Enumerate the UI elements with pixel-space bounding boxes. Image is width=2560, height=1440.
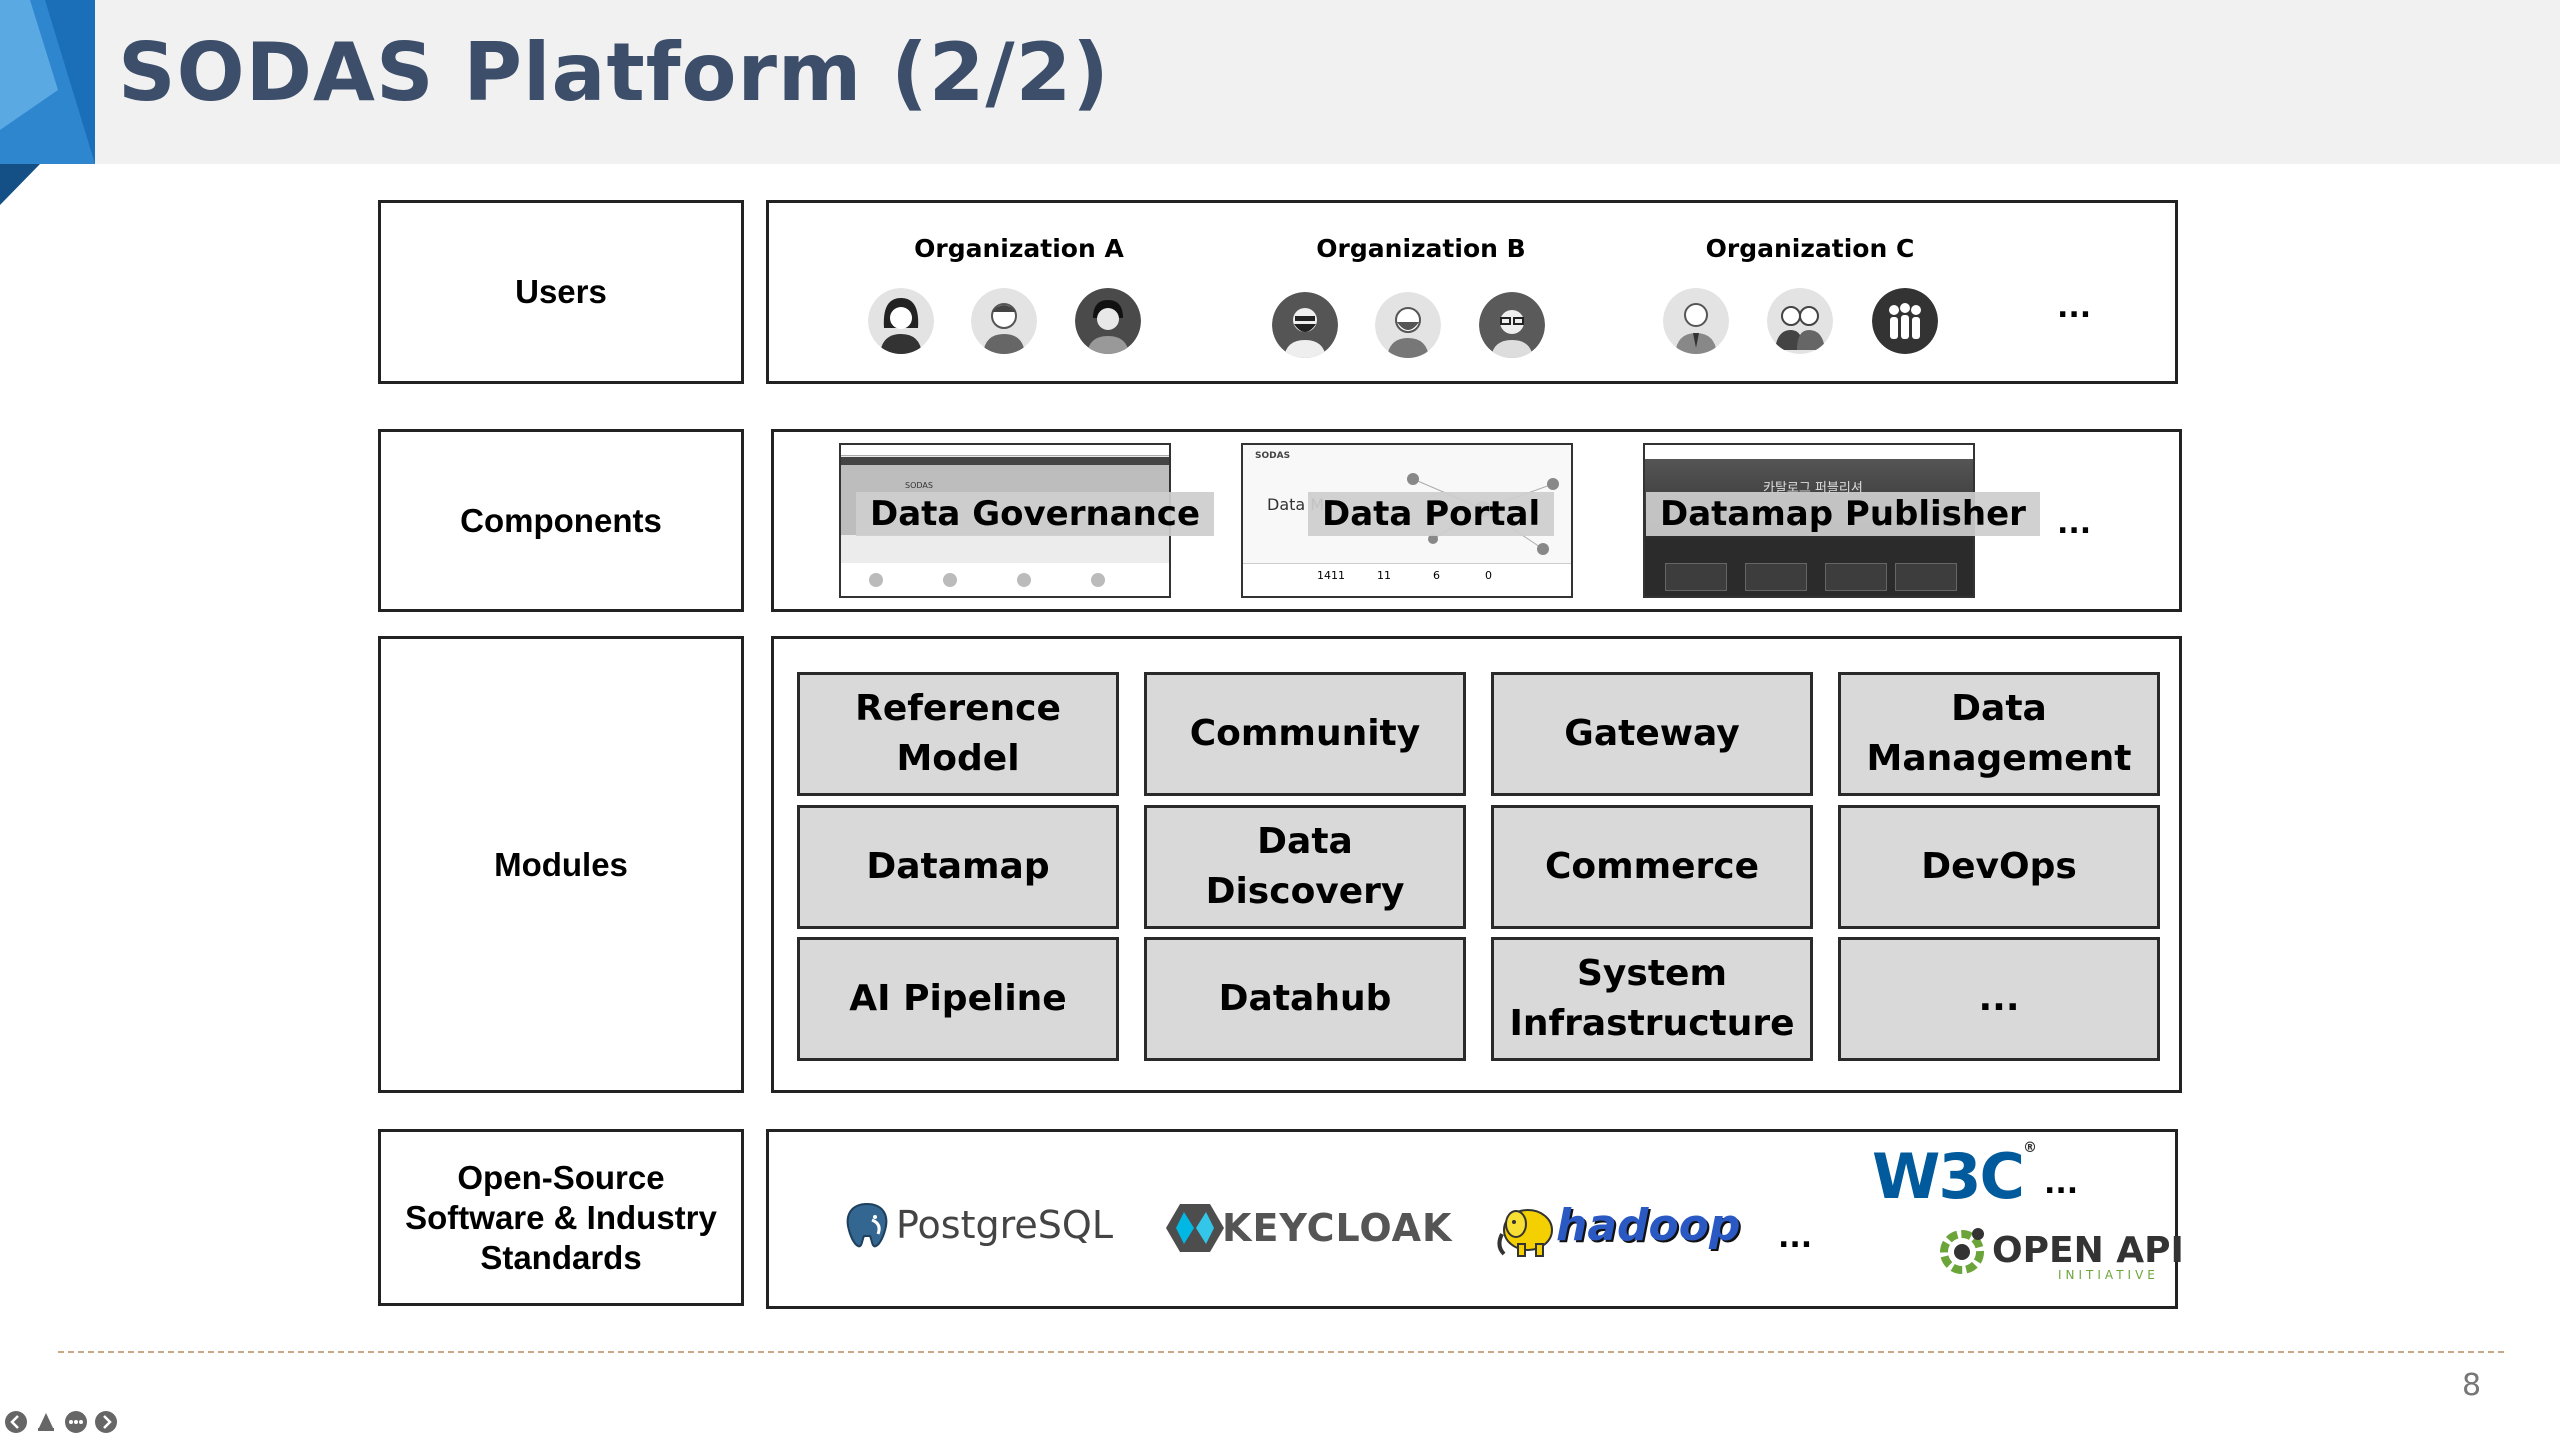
group-avatar-icon [1872, 288, 1938, 354]
module-ai-pipeline: AI Pipeline [797, 937, 1119, 1061]
row-label-components: Components [378, 429, 744, 612]
more-options-icon[interactable] [64, 1410, 88, 1434]
module-system-infrastructure: System Infrastructure [1491, 937, 1813, 1061]
next-slide-icon[interactable] [94, 1410, 118, 1434]
row-label-users: Users [378, 200, 744, 384]
user-avatar-icon [1075, 288, 1141, 354]
keycloak-text: KEYCLOAK [1222, 1206, 1453, 1250]
row-label-standards: Open-Source Software & Industry Standard… [378, 1129, 744, 1306]
standards-ellipsis: ... [2044, 1166, 2079, 1201]
corner-logo-icon [0, 0, 95, 205]
module-commerce: Commerce [1491, 805, 1813, 929]
header-band [0, 0, 2560, 164]
user-avatar-icon [1479, 292, 1545, 358]
user-avatar-icon [868, 288, 934, 354]
standards-panel [766, 1129, 2178, 1309]
component-datamap-publisher: Datamap Publisher [1646, 492, 2040, 536]
org-b-label: Organization B [1316, 234, 1526, 263]
component-data-governance: Data Governance [856, 492, 1215, 536]
row-label-modules: Modules [378, 636, 744, 1093]
w3c-logo: W3C® [1872, 1140, 2037, 1213]
previous-slide-icon[interactable] [4, 1410, 28, 1434]
user-avatar-icon [971, 288, 1037, 354]
module-data-discovery: Data Discovery [1144, 805, 1466, 929]
hadoop-text: hadoop [1556, 1200, 1741, 1251]
w3c-registered-mark: ® [2023, 1140, 2037, 1156]
user-avatar-icon [1272, 292, 1338, 358]
slide-nav-controls [4, 1410, 118, 1434]
portal-stat: 0 [1485, 569, 1492, 582]
module-datahub: Datahub [1144, 937, 1466, 1061]
org-c-label: Organization C [1705, 234, 1915, 263]
openapi-gear-icon [1940, 1228, 1984, 1274]
module-reference-model: Reference Model [797, 672, 1119, 796]
org-a-label: Organization A [914, 234, 1124, 263]
portal-stat: 6 [1433, 569, 1440, 582]
portal-stat: 1411 [1317, 569, 1345, 582]
standards-ellipsis: ... [1778, 1220, 1813, 1255]
components-ellipsis: ... [2057, 506, 2092, 541]
openapi-text: OPEN API [1992, 1230, 2184, 1271]
module-datamap: Datamap [797, 805, 1119, 929]
footer-divider [58, 1351, 2504, 1353]
module-more: ... [1838, 937, 2160, 1061]
hadoop-elephant-icon [1497, 1209, 1553, 1257]
portal-stat: 11 [1377, 569, 1391, 582]
module-community: Community [1144, 672, 1466, 796]
users-panel [766, 200, 2178, 384]
portal-brand: SODAS [1255, 451, 1291, 461]
module-gateway: Gateway [1491, 672, 1813, 796]
w3c-text: W3C [1872, 1140, 2025, 1213]
postgresql-elephant-icon [846, 1202, 888, 1248]
keycloak-icon [1166, 1204, 1224, 1252]
postgresql-logo: PostgreSQL [896, 1203, 1113, 1247]
postgresql-text: PostgreSQL [896, 1203, 1113, 1247]
openapi-subtext: INITIATIVE [2058, 1268, 2159, 1282]
users-ellipsis: ... [2057, 290, 2092, 325]
governance-brand: SODAS [905, 481, 933, 490]
page-title: SODAS Platform (2/2) [118, 26, 1110, 119]
user-avatar-icon [1375, 292, 1441, 358]
user-avatar-icon [1663, 288, 1729, 354]
page-number: 8 [2462, 1368, 2482, 1403]
group-avatar-icon [1767, 288, 1833, 354]
component-data-portal: Data Portal [1308, 492, 1555, 536]
module-data-management: Data Management [1838, 672, 2160, 796]
pen-tool-icon[interactable] [34, 1410, 58, 1434]
module-devops: DevOps [1838, 805, 2160, 929]
